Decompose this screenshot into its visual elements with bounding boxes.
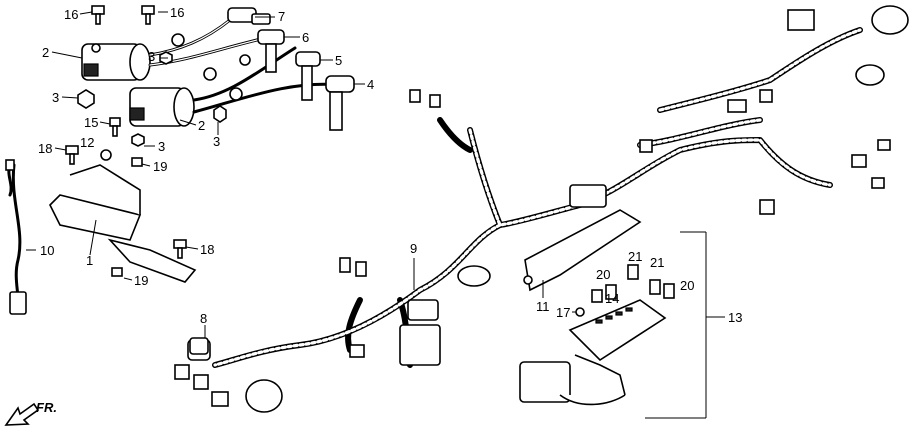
bolt-18 (65, 145, 187, 259)
label-2-lower: 2 (198, 118, 205, 133)
label-3-left: 3 (52, 90, 59, 105)
label-3-right: 3 (213, 134, 220, 149)
label-16-left: 16 (64, 7, 78, 22)
ignition-coil-upper (81, 43, 151, 81)
label-4: 4 (367, 77, 374, 92)
main-wire-harness (212, 27, 863, 368)
bolt-19 (111, 157, 143, 277)
front-direction-arrow: FR. (4, 400, 57, 426)
part-labels: 16 16 7 6 5 4 2 3 3 2 3 15 18 12 3 19 10… (38, 5, 742, 326)
label-21-right: 21 (650, 255, 664, 270)
leader-lines (26, 11, 725, 419)
label-19-upper: 19 (153, 159, 167, 174)
bolt-15 (109, 117, 121, 137)
label-10: 10 (40, 243, 54, 258)
label-9: 9 (410, 241, 417, 256)
harness-bracket-11 (523, 209, 642, 292)
label-2-upper: 2 (42, 45, 49, 60)
fuse-slots (595, 307, 633, 324)
label-3-upper: 3 (148, 49, 155, 64)
harness-connectors (174, 5, 909, 413)
label-18-left: 18 (38, 141, 52, 156)
label-14: 14 (605, 291, 619, 306)
label-7: 7 (278, 9, 285, 24)
label-5: 5 (335, 53, 342, 68)
coil-bracket (49, 164, 197, 283)
screw-17 (575, 307, 585, 317)
sub-harness-10 (5, 159, 27, 315)
clip-8 (189, 337, 209, 355)
label-16-right: 16 (170, 5, 184, 20)
label-6: 6 (302, 30, 309, 45)
label-3-lower: 3 (158, 139, 165, 154)
label-20-left: 20 (596, 267, 610, 282)
plug-cap-6 (257, 29, 285, 73)
grommet-caps (171, 33, 251, 101)
spark-plug-wires (148, 18, 342, 114)
fuse-box-13 (519, 299, 667, 406)
label-20-right: 20 (680, 278, 694, 293)
plug-cap-4 (325, 75, 355, 131)
label-8: 8 (200, 311, 207, 326)
nut-3 (77, 51, 227, 147)
nut-12 (100, 149, 112, 161)
label-13: 13 (728, 310, 742, 325)
label-19-lower: 19 (134, 273, 148, 288)
fuses-20-21-14 (591, 264, 675, 303)
plug-cap-7 (227, 7, 271, 25)
label-21-left: 21 (628, 249, 642, 264)
bolt-16-left (91, 5, 105, 25)
direction-label: FR. (36, 400, 57, 415)
label-1: 1 (86, 253, 93, 268)
plug-cap-5 (295, 51, 321, 101)
label-17: 17 (556, 305, 570, 320)
label-18-right: 18 (200, 242, 214, 257)
label-15: 15 (84, 115, 98, 130)
ignition-coil-lower (129, 87, 195, 127)
bolt-16-right (141, 5, 155, 25)
label-11: 11 (536, 299, 550, 314)
label-12: 12 (80, 135, 94, 150)
